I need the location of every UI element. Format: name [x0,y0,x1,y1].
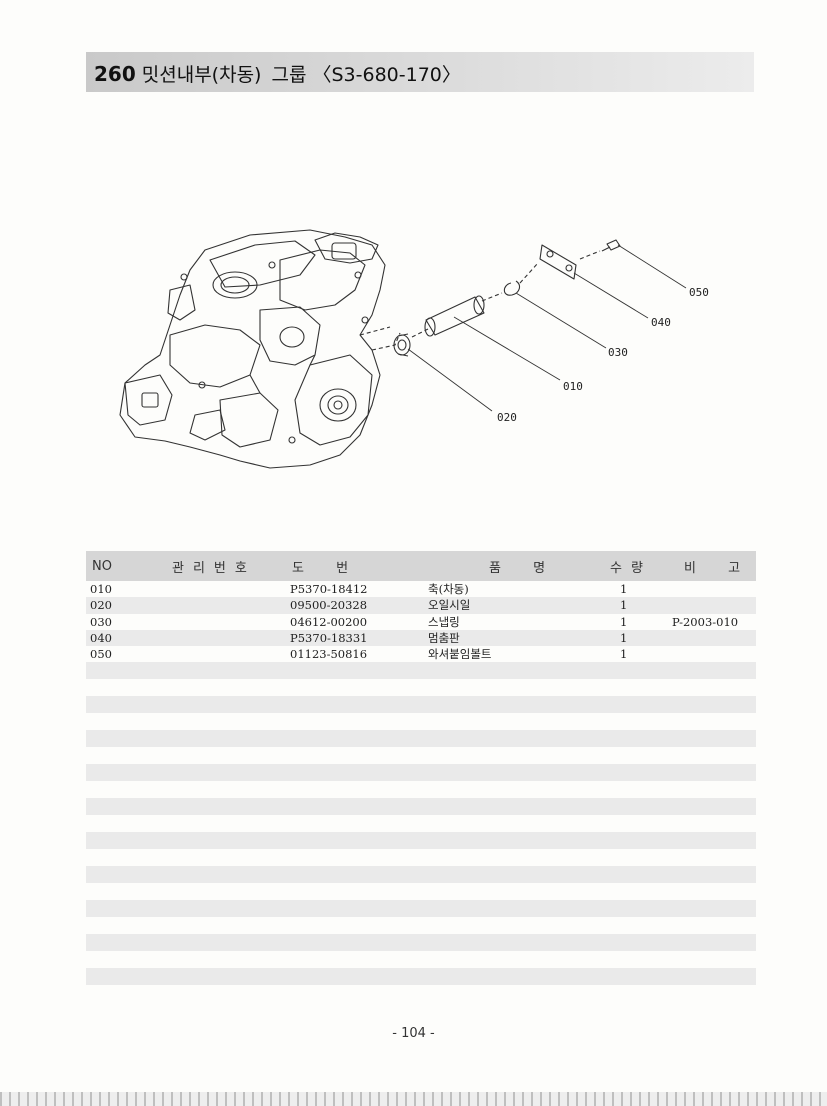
empty-row [86,730,756,748]
empty-row [86,815,756,832]
empty-row [86,866,756,884]
page-number: - 104 - [392,1026,435,1041]
cell-no: 020 [86,597,162,614]
exploded-parts-diagram [119,229,687,469]
transmission-housing-drawing [119,229,401,469]
callout-020: 020 [497,411,517,424]
empty-row [86,951,756,968]
header-remarks: 비 고 [668,551,756,581]
cell-mgmt [162,646,286,662]
washer-bolt-050 [579,239,621,260]
oil-seal-020 [393,333,411,357]
cell-qty: 1 [620,614,628,629]
empty-row [86,849,756,866]
table-row: 050 01123-50816 와셔붙임볼트 1 [86,646,756,662]
empty-row [86,679,756,696]
cell-drawing: 04612-00200 [290,614,368,629]
callout-030: 030 [608,346,628,359]
cell-remark [668,629,756,647]
cell-drawing: 09500-20328 [286,597,424,614]
cell-mgmt [162,614,286,630]
cell-no: 040 [86,629,162,647]
table-row: 030 04612-00200 스냅링 1 P-2003-010 [86,614,756,630]
cell-name: 축(차동) [428,582,469,597]
cell-remark [668,581,756,597]
empty-row [86,968,756,986]
empty-row [86,934,756,952]
cell-mgmt [162,629,286,647]
cell-remark: P-2003-010 [672,614,739,629]
cell-remark [668,646,756,662]
group-label: 그룹 [271,64,307,86]
callout-010: 010 [563,380,583,393]
cell-qty: 1 [620,582,628,597]
empty-row [86,764,756,782]
empty-row [86,832,756,850]
cell-name: 오일시일 [424,597,610,614]
empty-row [86,917,756,934]
callout-040: 040 [651,316,671,329]
header-part-name: 품 명 [424,551,610,581]
table-row: 020 09500-20328 오일시일 1 [86,597,756,614]
table-row: 010 P5370-18412 축(차동) 1 [86,581,756,597]
cell-no: 010 [90,582,112,597]
cell-name: 스냅링 [428,614,460,629]
empty-row [86,883,756,900]
cell-drawing: P5370-18331 [286,629,424,647]
parts-table: NO 관리번호 도 번 품 명 수량 비 고 010 P5370-18412 축… [86,551,756,986]
cell-mgmt [162,581,286,597]
header-quantity: 수량 [610,551,668,581]
shaft-010 [411,292,503,338]
empty-row [86,781,756,798]
section-number: 260 [94,62,136,86]
cell-remark [668,597,756,614]
group-code: 〈S3-680-170〉 [312,64,461,86]
cell-no: 030 [90,614,112,629]
callout-leaders [407,244,687,412]
empty-row [86,747,756,764]
stopper-plate-040 [519,244,577,284]
snap-ring-030 [503,280,521,296]
callout-050: 050 [689,286,709,299]
cell-drawing: P5370-18412 [290,582,368,597]
cell-mgmt [162,597,286,614]
cell-qty: 1 [620,647,628,662]
cell-qty: 1 [610,629,668,647]
cell-qty: 1 [610,597,668,614]
cell-drawing: 01123-50816 [290,647,368,662]
empty-row [86,662,756,680]
binding-edge [0,1092,827,1106]
header-mgmt-number: 관리번호 [162,551,286,581]
empty-row [86,713,756,730]
table-header-row: NO 관리번호 도 번 품 명 수량 비 고 [86,551,756,581]
section-title: 밋션내부(차동) [141,64,262,86]
empty-row [86,900,756,918]
cell-name: 멈춤판 [424,629,610,647]
header-no: NO [86,551,162,581]
header-drawing-number: 도 번 [286,551,424,581]
table-row: 040 P5370-18331 멈춤판 1 [86,629,756,647]
cell-name: 와셔붙임볼트 [428,647,492,662]
empty-row [86,696,756,714]
empty-row [86,798,756,816]
cell-no: 050 [90,647,112,662]
